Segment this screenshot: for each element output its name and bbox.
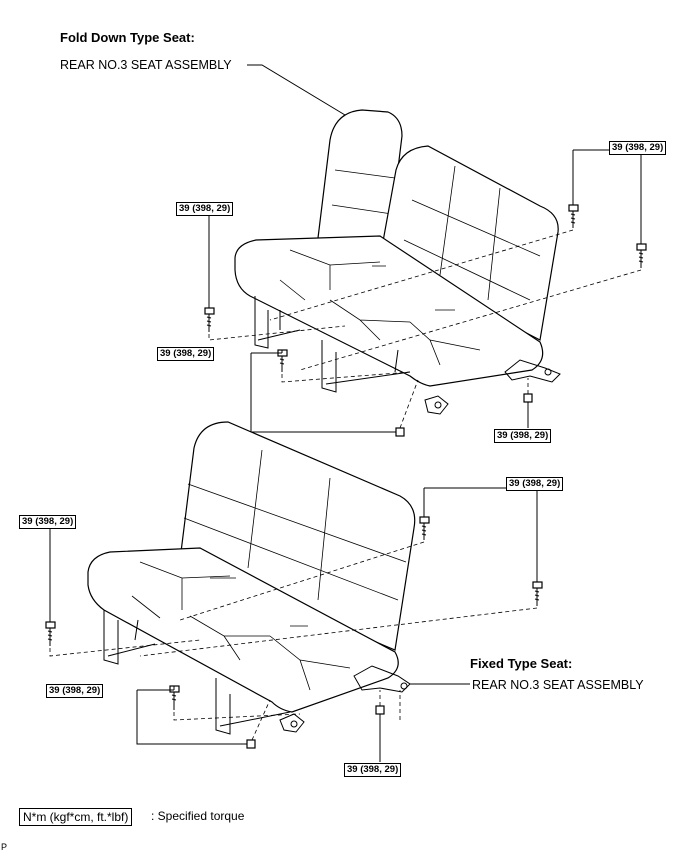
nut-icon — [375, 705, 385, 715]
nut-icon — [523, 393, 533, 403]
nut-icon — [395, 427, 405, 437]
fixed-seat-drawing — [45, 421, 543, 762]
legend-description: : Specified torque — [151, 809, 245, 823]
bolt-icon — [636, 243, 647, 268]
nut-icon — [246, 739, 256, 749]
fold-down-seat-drawing — [204, 64, 647, 437]
fixed-assembly-label: REAR NO.3 SEAT ASSEMBLY — [472, 678, 644, 692]
torque-callout: 39 (398, 29) — [19, 515, 77, 529]
torque-callout: 39 (398, 29) — [506, 477, 564, 491]
torque-callout: 39 (398, 29) — [157, 347, 215, 361]
torque-callout: 39 (398, 29) — [176, 202, 234, 216]
fixed-seat-heading: Fixed Type Seat: — [470, 656, 573, 671]
bolt-icon — [204, 307, 215, 332]
bolt-icon — [419, 516, 430, 540]
torque-callout: 39 (398, 29) — [46, 684, 104, 698]
torque-callout: 39 (398, 29) — [494, 429, 552, 443]
bolt-icon — [45, 621, 56, 646]
fold-down-assembly-label: REAR NO.3 SEAT ASSEMBLY — [60, 58, 232, 72]
torque-unit-legend: N*m (kgf*cm, ft.*lbf) — [19, 808, 133, 826]
fold-down-seat-heading: Fold Down Type Seat: — [60, 30, 195, 45]
bolt-icon — [568, 204, 579, 228]
corner-code: P — [1, 842, 8, 852]
torque-callout: 39 (398, 29) — [609, 141, 667, 155]
torque-callout: 39 (398, 29) — [344, 763, 402, 777]
bolt-icon — [532, 581, 543, 606]
